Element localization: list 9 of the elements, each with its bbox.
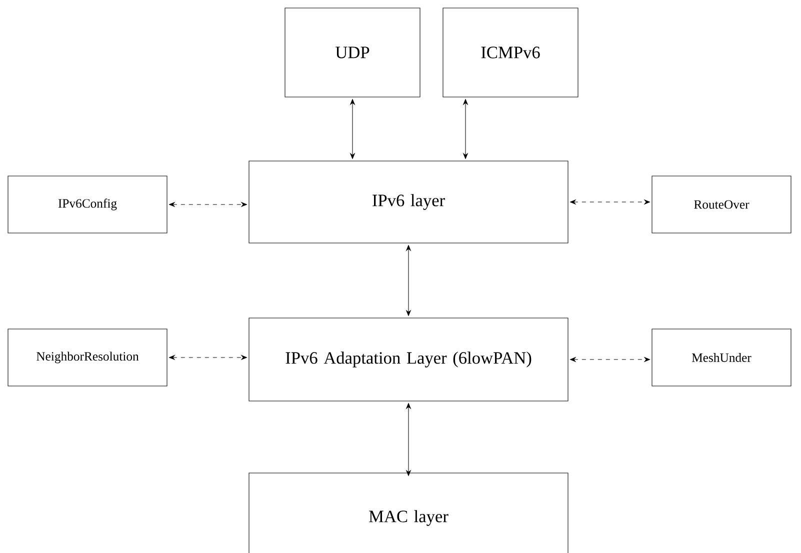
layer-box: IPv6 Adaptation Layer (6lowPAN)	[248, 318, 568, 402]
layer-box: IPv6 layer	[248, 160, 568, 244]
module-box: RouteOver	[652, 176, 792, 234]
layer-box: UDP	[284, 8, 420, 98]
module-box: IPv6Config	[8, 176, 168, 234]
module-box: NeighborResolution	[8, 328, 168, 386]
layer-box: MAC layer	[248, 472, 568, 553]
module-box: MeshUnder	[652, 328, 792, 386]
layer-box: ICMPv6	[442, 8, 578, 98]
